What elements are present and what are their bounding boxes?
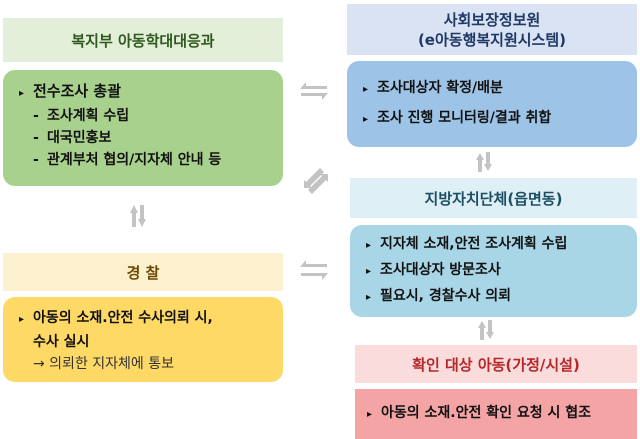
ssis-title: 사회보장정보원 <box>443 10 541 29</box>
local-gov-item: ▸지자체 소재,안전 조사계획 수립 <box>366 236 568 252</box>
ministry-header: 복지부 아동학대대응과 <box>3 18 283 62</box>
police-item: ▸아동의 소재.안전 수사의뢰 시, <box>19 310 213 326</box>
target-title: 확인 대상 아동(가정/시설) <box>412 355 580 374</box>
ministry-body: ▸전수조사 총괄 -조사계획 수립 -대국민홍보 -관계부처 협의/지자체 안내… <box>3 70 283 186</box>
target-body: ▸아동의 소재.안전 확인 요청 시 협조 <box>355 389 637 439</box>
police-note: → 의뢰한 지자체에 통보 <box>33 356 175 372</box>
local-gov-item: ▸필요시, 경찰수사 의뢰 <box>366 288 511 304</box>
police-body: ▸아동의 소재.안전 수사의뢰 시, 수사 실시 → 의뢰한 지자체에 통보 <box>3 297 283 382</box>
ssis-header: 사회보장정보원 (e아동행복지원시스템) <box>347 4 637 55</box>
ssis-body: ▸조사대상자 확정/배분 ▸조사 진행 모니터링/결과 취합 <box>347 61 637 147</box>
arrow-ministry-ssis-icon <box>300 82 328 100</box>
local-gov-item: ▸조사대상자 방문조사 <box>366 262 501 278</box>
ssis-item: ▸조사대상자 확정/배분 <box>363 80 503 96</box>
police-title: 경 찰 <box>126 263 160 282</box>
ministry-item-main: ▸전수조사 총괄 <box>19 82 122 100</box>
police-item: 수사 실시 <box>33 334 90 350</box>
arrow-ssis-local-icon <box>476 152 492 172</box>
local-gov-body: ▸지자체 소재,안전 조사계획 수립 ▸조사대상자 방문조사 ▸필요시, 경찰수… <box>350 225 637 317</box>
ministry-item: -조사계획 수립 <box>33 108 130 124</box>
arrow-police-local-icon <box>300 260 328 280</box>
target-header: 확인 대상 아동(가정/시설) <box>355 345 637 383</box>
ministry-title: 복지부 아동학대대응과 <box>71 31 215 50</box>
arrow-ministry-local-icon <box>304 168 328 194</box>
ssis-subtitle: (e아동행복지원시스템) <box>417 30 567 49</box>
arrow-ministry-police-icon <box>130 205 146 227</box>
ssis-item: ▸조사 진행 모니터링/결과 취합 <box>363 110 552 126</box>
ministry-item: -대국민홍보 <box>33 130 112 146</box>
local-gov-title: 지방자치단체(읍면동) <box>424 189 563 208</box>
arrow-local-target-icon <box>478 320 494 340</box>
local-gov-header: 지방자치단체(읍면동) <box>350 178 637 218</box>
police-header: 경 찰 <box>3 253 283 291</box>
target-item: ▸아동의 소재.안전 확인 요청 시 협조 <box>367 405 592 421</box>
ministry-item: -관계부처 협의/지자체 안내 등 <box>33 152 222 168</box>
